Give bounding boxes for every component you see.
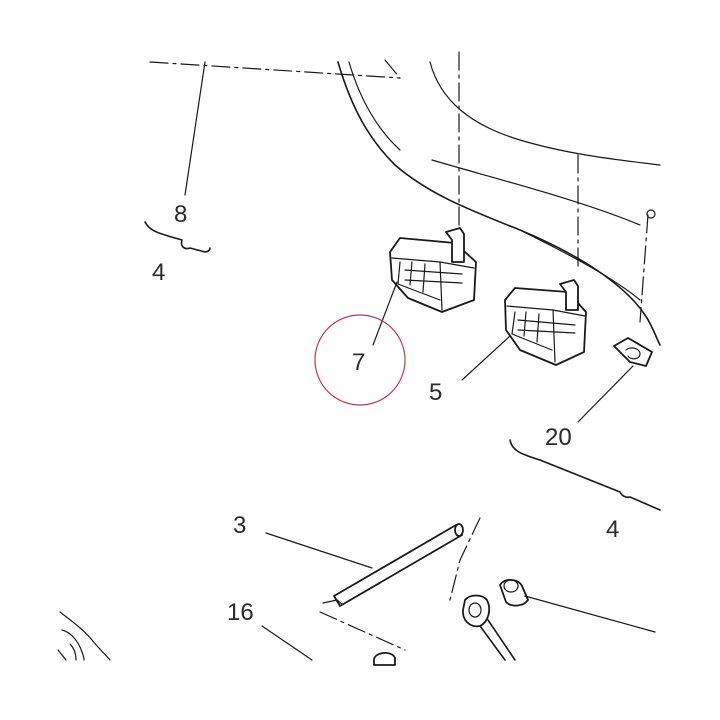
label-7: 7 [352,349,365,376]
label-20: 20 [545,424,572,451]
callout-labels: 8 4 7 5 20 4 3 16 [152,201,619,626]
leaders-mid [372,281,634,423]
highlight-circle [314,314,406,406]
part-7-bracket [389,227,477,313]
part-20-clip [613,209,656,367]
housing-outline [337,61,661,346]
brace-4-top [144,221,211,253]
label-16: 16 [227,599,254,626]
part-5-bracket [504,279,587,366]
label-5: 5 [429,379,442,406]
brace-4-right [509,439,661,511]
label-4-top: 4 [152,259,165,286]
lower-linkage [261,578,656,666]
label-3: 3 [233,512,246,539]
fragment-bottom-left [57,611,111,661]
part-3-pin [265,517,481,651]
leader-8 [149,59,401,196]
assembly-axes [458,51,649,323]
label-8: 8 [174,201,187,228]
label-4-right: 4 [606,516,619,543]
